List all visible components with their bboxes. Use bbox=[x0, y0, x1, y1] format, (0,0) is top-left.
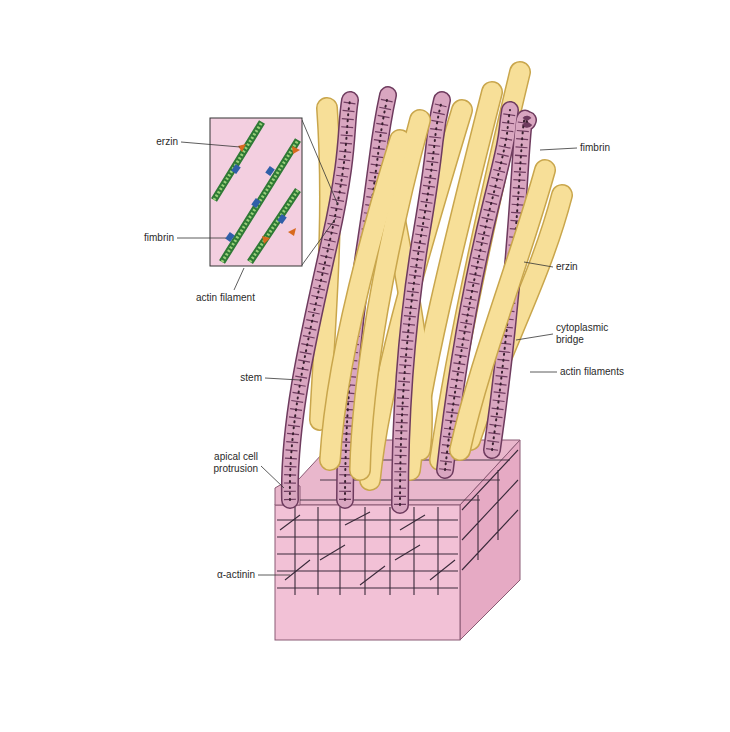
part-label: erzin bbox=[156, 136, 178, 148]
erzin-marker bbox=[238, 144, 300, 244]
fimbrin-marker bbox=[225, 164, 287, 242]
part-label: stem bbox=[240, 372, 262, 384]
part-label: fimbrin bbox=[144, 232, 174, 244]
block-front bbox=[275, 505, 460, 640]
part-label: erzin bbox=[556, 261, 578, 273]
part-label: actin filament bbox=[196, 292, 255, 304]
part-label: fimbrin bbox=[580, 142, 610, 154]
leader-lines bbox=[177, 142, 577, 575]
block-side bbox=[460, 440, 520, 640]
inset-detail bbox=[210, 118, 338, 266]
part-label: actin filaments bbox=[560, 366, 624, 378]
part-label: apical cell protrusion bbox=[196, 451, 258, 475]
part-label: α-actinin bbox=[217, 569, 255, 581]
part-label: cytoplasmic bridge bbox=[556, 322, 618, 346]
stereocilia-stained bbox=[290, 95, 528, 505]
microvilli-front bbox=[330, 120, 545, 470]
